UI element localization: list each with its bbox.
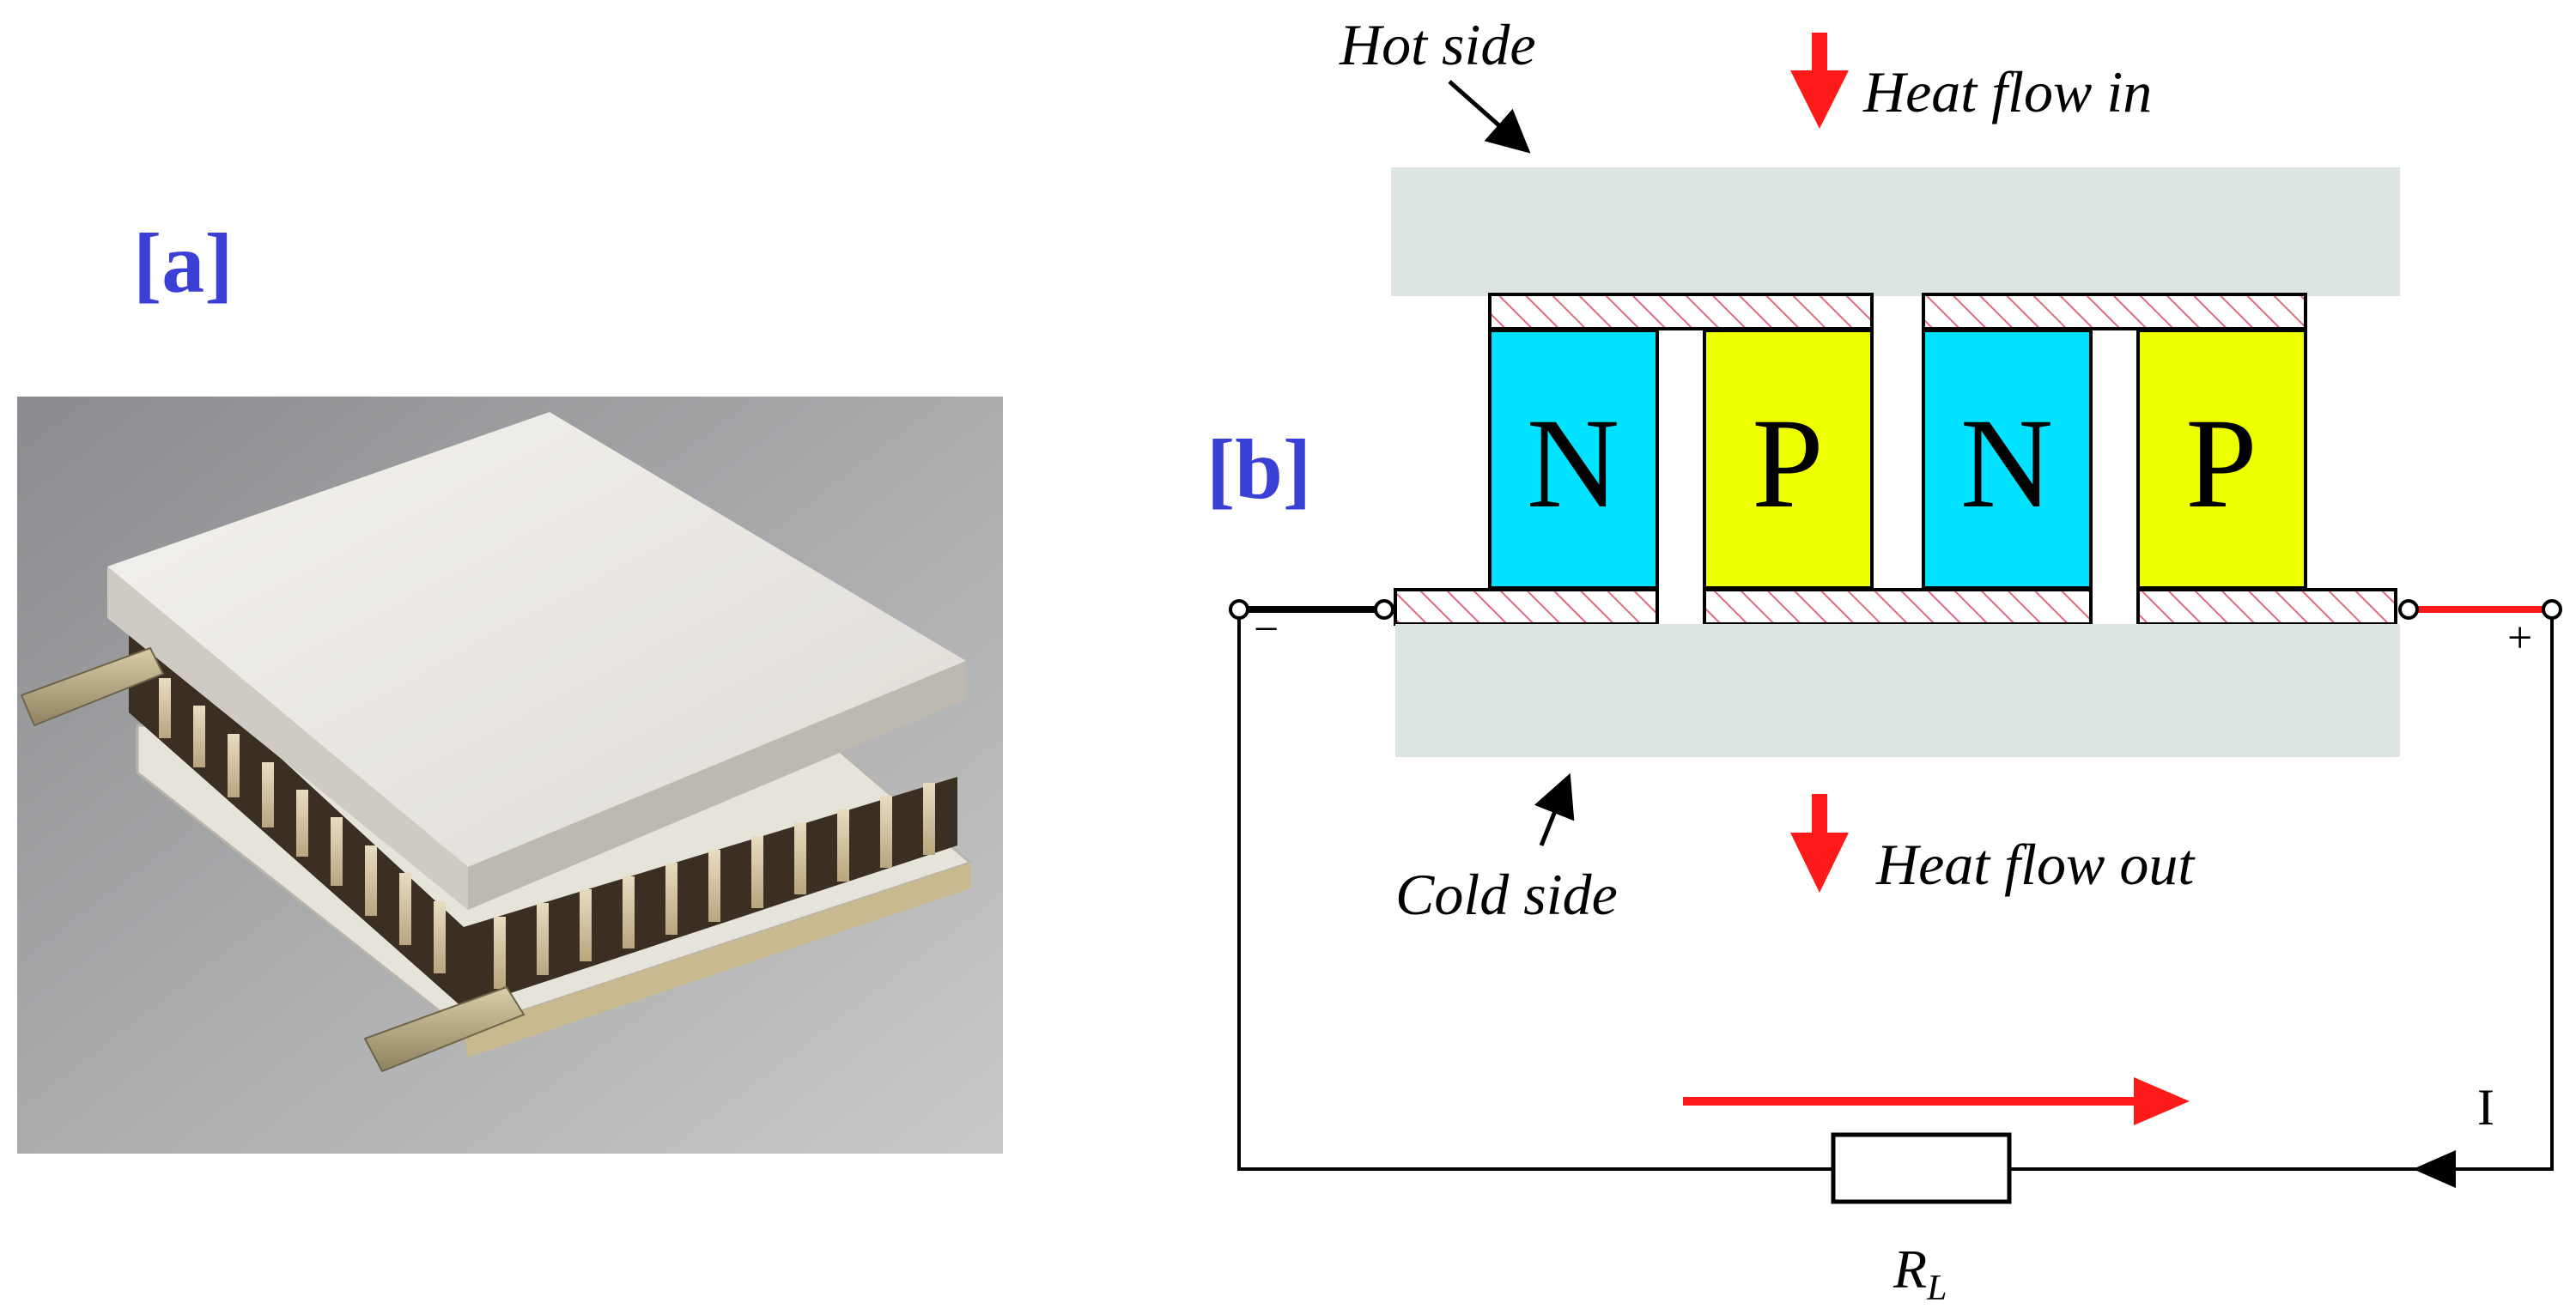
bottom-plate-edge — [464, 863, 970, 1057]
load-label: RL — [1893, 1239, 1947, 1308]
cold-side-label: Cold side — [1395, 862, 1618, 927]
top-electrode-1 — [1488, 293, 1874, 330]
panel-b-label: [b] — [1206, 421, 1311, 517]
bottom-electrode-2 — [1703, 588, 2093, 626]
heat-out-label: Heat flow out — [1875, 832, 2196, 897]
lead-wire-left — [20, 646, 165, 727]
top-electrode-2 — [1922, 293, 2307, 330]
positive-sign: + — [2507, 614, 2532, 663]
peltier-module-photo — [17, 397, 1003, 1154]
top-plate-edge-right — [468, 661, 966, 910]
panel-a: [a] — [17, 215, 1003, 1154]
negative-sign: − — [1254, 605, 1279, 654]
lead-wire-right — [363, 985, 526, 1073]
hot-side-pointer — [1448, 80, 1531, 154]
positive-terminal-outer — [2542, 599, 2562, 620]
panel-b: [b] Hot side Heat flow in N P N P — [1206, 12, 2562, 1308]
load-resistor — [1831, 1132, 2012, 1204]
bottom-electrode-3 — [2136, 588, 2397, 626]
p-leg-1 — [1703, 329, 1874, 590]
hot-side-plate — [1391, 167, 2400, 296]
top-ceramic-plate — [107, 412, 966, 867]
load-label-sub: L — [1926, 1269, 1947, 1308]
n-leg-2 — [1922, 329, 2093, 590]
positive-terminal-inner — [2398, 599, 2419, 620]
bottom-electrode-1 — [1394, 588, 1659, 626]
circuit-wire-left — [1237, 618, 1833, 1171]
n-leg-1 — [1488, 329, 1659, 590]
load-label-main: R — [1893, 1239, 1927, 1300]
leg-label-n-1: N — [1527, 392, 1619, 535]
current-label: I — [2477, 1079, 2494, 1136]
p-leg-2 — [2136, 329, 2307, 590]
heat-out-arrow — [1790, 794, 1849, 893]
leg-label-p-2: P — [2185, 392, 2257, 535]
current-flow-arrow — [1683, 1077, 2190, 1125]
cold-side-pointer — [1534, 773, 1575, 846]
circuit-wire-right — [2009, 618, 2554, 1171]
cold-side-plate — [1395, 624, 2400, 757]
top-plate-edge-left — [107, 567, 468, 910]
negative-terminal-outer — [1229, 599, 1249, 620]
current-direction-arrowhead — [2413, 1150, 2456, 1188]
leg-label-n-2: N — [1960, 392, 2053, 535]
leg-label-p-1: P — [1752, 392, 1823, 535]
heat-in-arrow — [1790, 33, 1849, 129]
leg-row — [129, 618, 957, 1009]
heat-in-label: Heat flow in — [1862, 59, 2152, 124]
panel-a-label: [a] — [133, 215, 234, 311]
hot-side-label: Hot side — [1339, 12, 1536, 77]
negative-terminal-inner — [1374, 599, 1394, 620]
